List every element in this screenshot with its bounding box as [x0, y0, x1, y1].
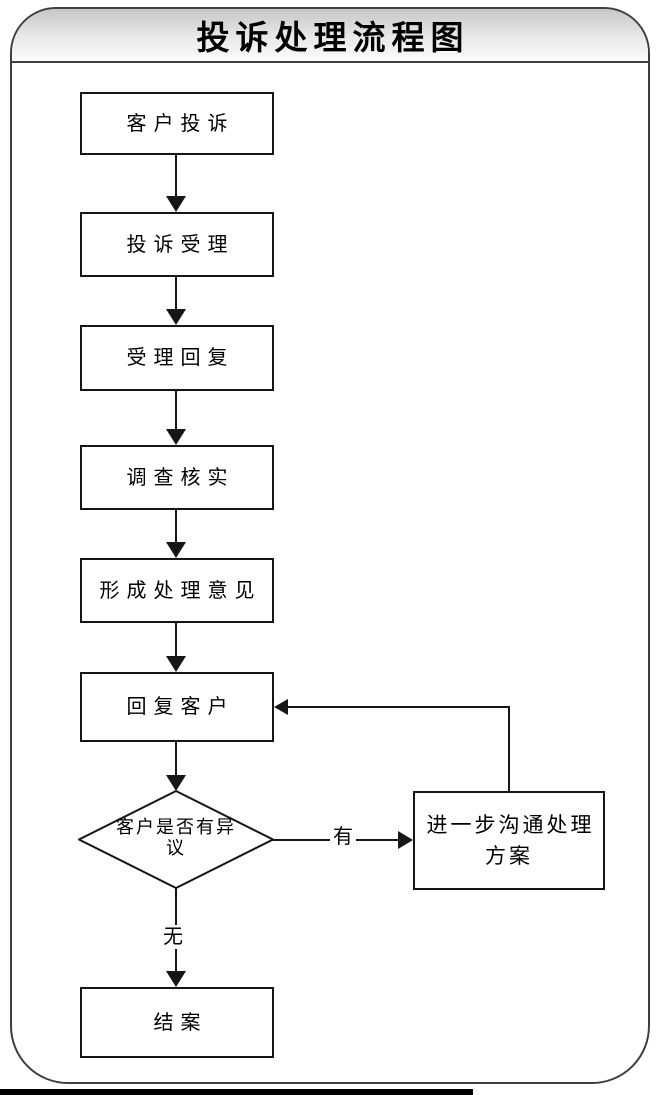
connector-line-4 — [175, 510, 177, 543]
title-bar: 投诉处理流程图 — [12, 9, 648, 63]
connector-line-2 — [175, 277, 177, 310]
node-investigation: 调查核实 — [80, 445, 274, 510]
node-label: 调查核实 — [126, 466, 235, 489]
node-customer-complaint: 客户投诉 — [80, 92, 274, 155]
edge-label-no: 无 — [160, 925, 186, 949]
flowchart-frame: 投诉处理流程图 — [10, 7, 650, 1084]
node-acceptance-reply: 受理回复 — [80, 325, 274, 391]
decision-label: 客户是否有异议 — [116, 817, 236, 858]
node-label: 投诉受理 — [126, 233, 235, 256]
feedback-line-horizontal — [287, 706, 510, 708]
arrow-down-icon — [166, 196, 186, 212]
node-label: 客户投诉 — [126, 112, 235, 135]
connector-line-3 — [175, 391, 177, 430]
node-label: 回复客户 — [126, 696, 235, 718]
node-label: 进一步沟通处理方案 — [426, 813, 595, 868]
arrow-down-icon — [166, 971, 186, 987]
node-label: 形成处理意见 — [99, 579, 262, 602]
arrow-down-icon — [166, 656, 186, 672]
feedback-line-vertical — [508, 706, 510, 791]
connector-line-5 — [175, 623, 177, 657]
arrow-down-icon — [166, 542, 186, 558]
arrow-down-icon — [166, 775, 186, 791]
node-further-communication: 进一步沟通处理方案 — [413, 791, 605, 890]
arrow-down-icon — [166, 429, 186, 445]
node-complaint-acceptance: 投诉受理 — [80, 212, 274, 277]
node-label: 结案 — [153, 1011, 208, 1034]
connector-line-1 — [175, 155, 177, 197]
arrow-left-icon — [274, 699, 288, 715]
page-title: 投诉处理流程图 — [196, 19, 470, 56]
node-close-case: 结案 — [80, 987, 274, 1058]
arrow-right-icon — [398, 831, 413, 849]
node-form-opinion: 形成处理意见 — [80, 558, 274, 623]
bottom-edge-bar — [0, 1089, 473, 1095]
connector-line-6 — [175, 742, 177, 776]
node-reply-customer: 回复客户 — [80, 672, 274, 742]
arrow-down-icon — [166, 309, 186, 325]
node-label: 受理回复 — [126, 347, 235, 369]
edge-label-yes: 有 — [330, 825, 356, 849]
